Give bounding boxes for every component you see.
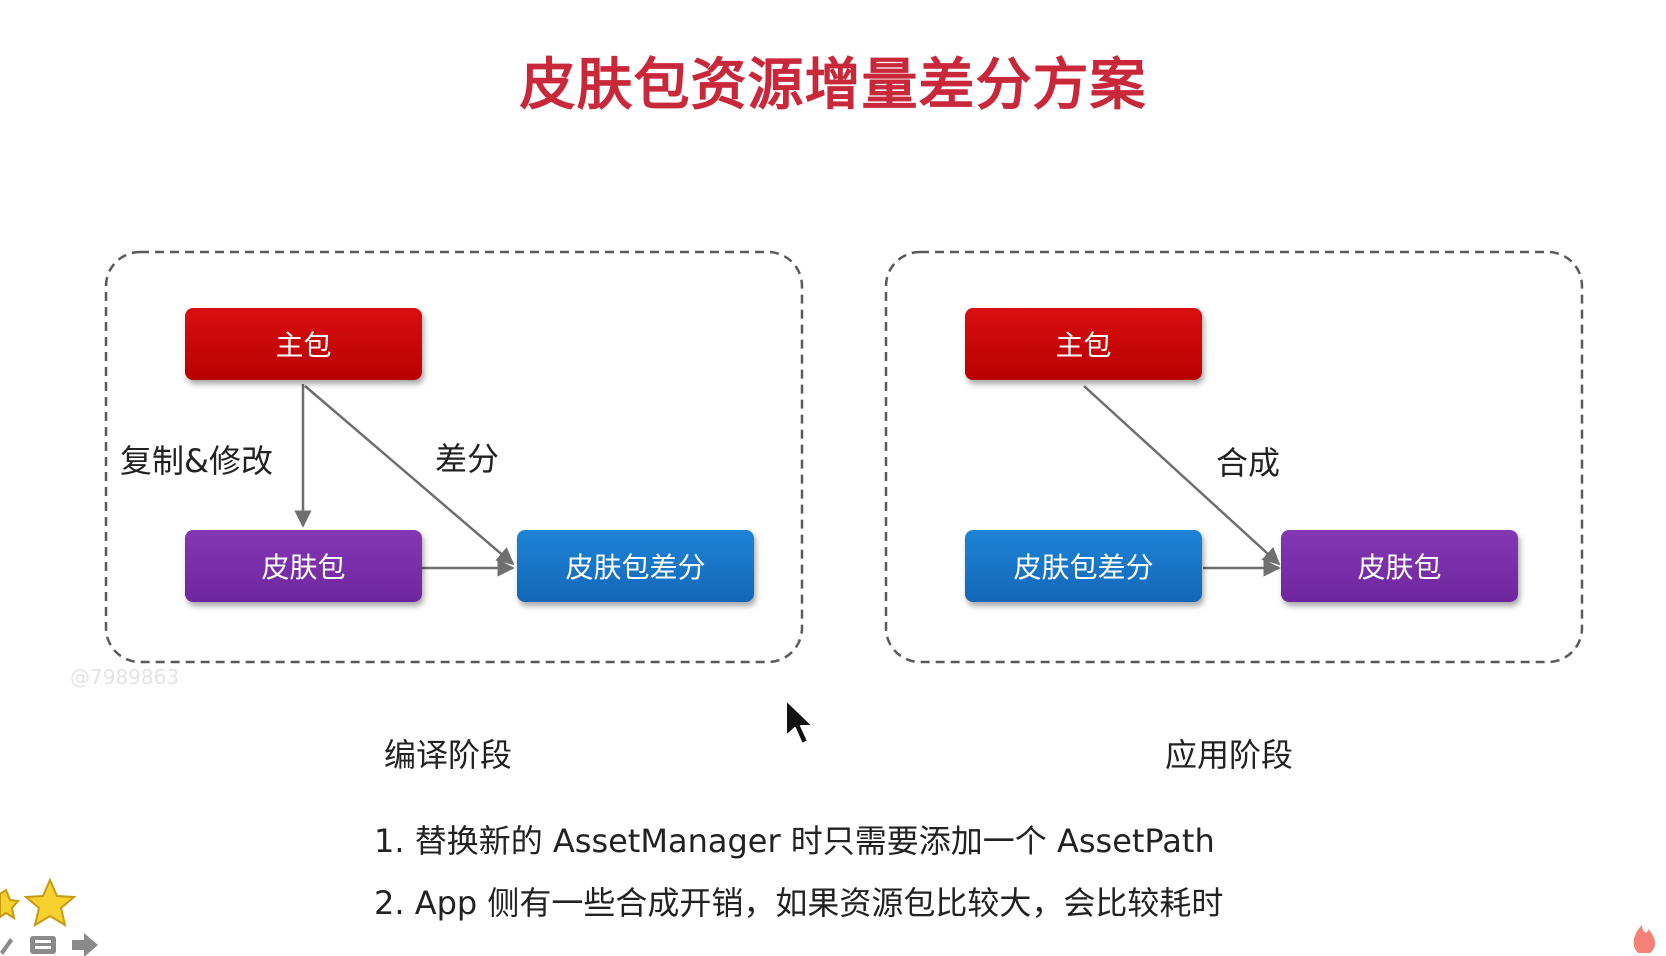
apply-skin-diff-node: 皮肤包差分 [965, 530, 1202, 602]
note-item: 1. 替换新的 AssetManager 时只需要添加一个 AssetPath [374, 822, 1215, 860]
arrow-main-to-diff [304, 385, 515, 566]
compile-skin-diff-node: 皮肤包差分 [517, 530, 754, 602]
slide-toolbar [0, 877, 98, 956]
apply-main-package-node: 主包 [965, 308, 1202, 380]
compile-skin-package-node: 皮肤包 [185, 530, 422, 602]
mouse-cursor-icon [785, 699, 814, 745]
star-icon [0, 888, 20, 921]
page-title: 皮肤包资源增量差分方案 [519, 53, 1147, 118]
star-icon [23, 877, 77, 928]
apply-skin-package-node: 皮肤包 [1281, 530, 1518, 602]
arrow-main-to-skin-apply [1083, 385, 1281, 566]
notes-list: 1. 替换新的 AssetManager 时只需要添加一个 AssetPath … [374, 810, 1223, 934]
compile-main-package-node: 主包 [185, 308, 422, 380]
menu-icon [30, 936, 56, 954]
compile-stage-frame [104, 250, 804, 664]
phase-label-compile: 编译阶段 [384, 736, 513, 774]
watermark: @7989863 [70, 665, 180, 689]
flame-logo-icon [1633, 925, 1656, 953]
edge-label-merge: 合成 [1216, 444, 1281, 482]
pen-icon [0, 938, 13, 955]
apply-stage-frame [884, 250, 1584, 664]
edge-label-diff: 差分 [435, 440, 500, 478]
phase-label-apply: 应用阶段 [1165, 736, 1294, 774]
arrow-right-icon [72, 933, 98, 956]
edge-label-copy-modify: 复制&修改 [120, 442, 273, 480]
note-item: 2. App 侧有一些合成开销，如果资源包比较大，会比较耗时 [374, 884, 1224, 922]
